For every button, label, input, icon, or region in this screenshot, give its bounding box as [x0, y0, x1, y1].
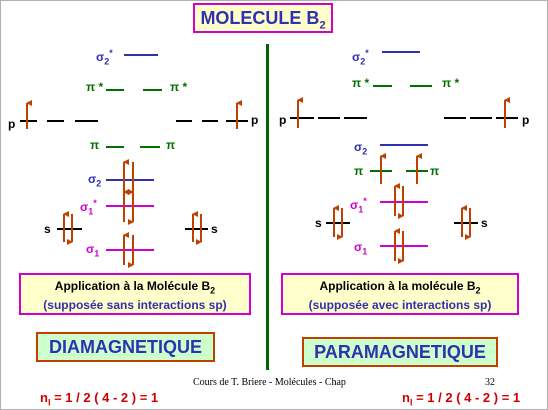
- left-p-left-label: p: [8, 117, 16, 131]
- left-s-right-label: s: [211, 222, 218, 236]
- right-sigma1star-label: σ1*: [350, 196, 367, 215]
- right-pistar-left-label: π *: [352, 76, 370, 90]
- right-formula: nl = 1 / 2 ( 4 - 2 ) = 1: [402, 390, 521, 408]
- right-s-left-label: s: [315, 216, 322, 230]
- right-pi-left-label: π: [354, 164, 364, 178]
- left-pistar-left-label: π *: [86, 80, 104, 94]
- right-application-box: Application à la molécule B2 (supposée a…: [281, 273, 519, 315]
- right-sigma1-label: σ1: [354, 240, 368, 257]
- right-magnetism-badge: PARAMAGNETIQUE: [302, 337, 498, 367]
- left-pistar-right-label: π *: [170, 80, 188, 94]
- left-sigma1-label: σ1: [86, 242, 100, 259]
- right-application-line1: Application à la molécule B2: [319, 279, 481, 296]
- right-p-left-label: p: [279, 113, 287, 127]
- footer-course: Cours de T. Briere - Molécules - Chap: [193, 377, 346, 388]
- right-s-right-label: s: [481, 216, 488, 230]
- left-p-right-label: p: [251, 113, 259, 127]
- left-s-left-label: s: [44, 222, 51, 236]
- left-pi-right-label: π: [166, 138, 176, 152]
- right-sigma2star-label: σ2*: [352, 48, 369, 67]
- right-sigma2-label: σ2: [354, 140, 368, 157]
- left-magnetism-badge: DIAMAGNETIQUE: [36, 332, 215, 362]
- left-formula: nl = 1 / 2 ( 4 - 2 ) = 1: [40, 390, 159, 408]
- left-sigma2-label: σ2: [88, 172, 102, 189]
- left-application-line1: Application à la Molécule B2: [54, 279, 216, 296]
- left-sigma1star-label: σ1*: [80, 198, 97, 217]
- left-application-box: Application à la Molécule B2 (supposée s…: [19, 273, 251, 315]
- center-divider: [266, 44, 269, 370]
- right-pistar-right-label: π *: [442, 76, 460, 90]
- right-application-line2: (supposée avec interactions sp): [308, 298, 492, 313]
- left-pi-left-label: π: [90, 138, 100, 152]
- right-pi-right-label: π: [430, 164, 440, 178]
- slide-title: MOLECULE B2: [193, 3, 333, 33]
- footer-page-number: 32: [485, 377, 495, 388]
- left-sigma2star-label: σ2*: [96, 48, 113, 67]
- right-p-right-label: p: [522, 113, 530, 127]
- left-application-line2: (supposée sans interactions sp): [43, 298, 227, 313]
